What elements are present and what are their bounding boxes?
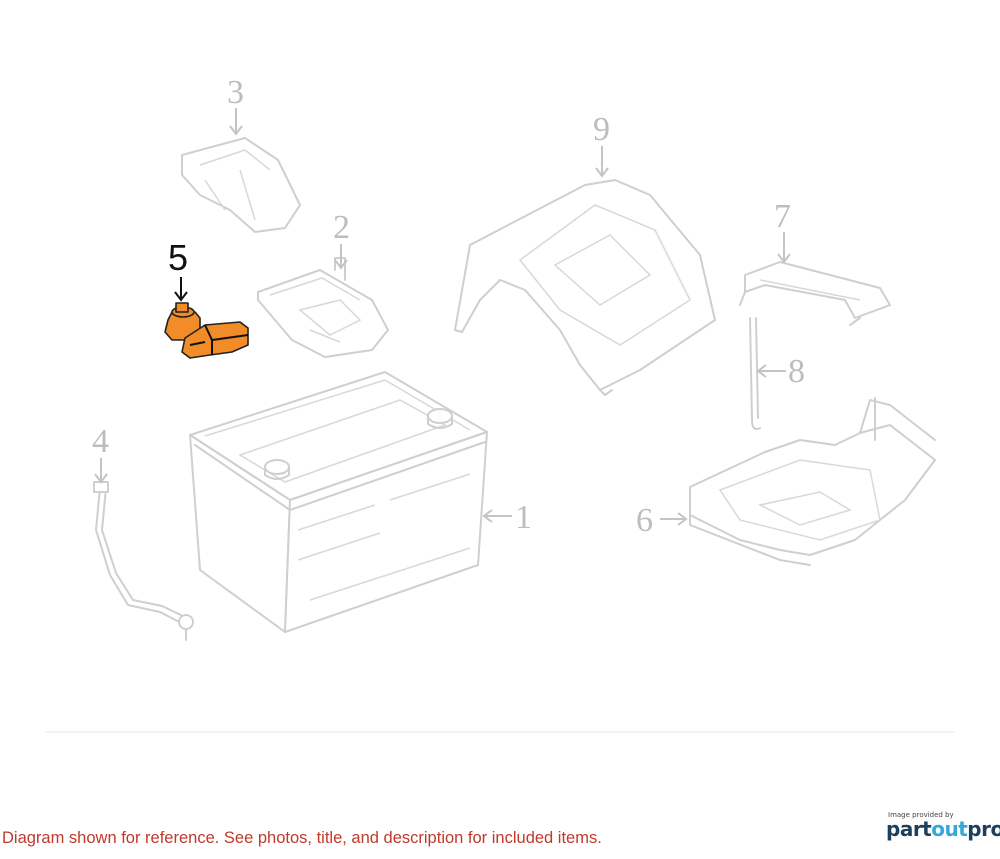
hold-down-bracket-part: [739, 261, 891, 326]
battery-part: [189, 371, 488, 633]
disclaimer-text: Diagram shown for reference. See photos,…: [2, 829, 602, 847]
brand-logo-out: out: [931, 817, 968, 841]
brand-logo-pro: pro: [967, 817, 1000, 841]
callout-4-label: 4: [92, 423, 109, 460]
cable-part: [93, 481, 194, 641]
callout-9: 9: [593, 111, 610, 178]
callout-7: 7: [774, 198, 791, 264]
callout-8: 8: [756, 353, 805, 390]
callout-3: 3: [227, 74, 244, 136]
callout-5: 5: [168, 237, 188, 302]
callout-8-label: 8: [788, 353, 805, 390]
battery-frame-part: [454, 179, 716, 396]
brand-logo-part: part: [886, 817, 932, 841]
cover-bracket-part: [181, 137, 301, 233]
brand-credit-text: Image provided by: [888, 811, 954, 819]
brand-logo: partoutpro: [886, 817, 1000, 841]
callout-1: 1: [482, 499, 532, 536]
battery-tray-part: [689, 397, 936, 566]
callout-5-label: 5: [168, 237, 188, 278]
callout-7-label: 7: [774, 198, 791, 235]
highlighted-part-5[interactable]: [164, 302, 249, 359]
callout-2-label: 2: [333, 209, 350, 246]
callout-9-label: 9: [593, 111, 610, 148]
callout-3-label: 3: [227, 74, 244, 111]
j-bolt-part: [749, 317, 761, 430]
callout-2: 2: [333, 209, 350, 270]
terminal-block-part: [257, 257, 389, 358]
callout-6: 6: [636, 502, 688, 539]
callout-4: 4: [92, 423, 109, 484]
callout-6-label: 6: [636, 502, 653, 539]
callout-1-label: 1: [515, 499, 532, 536]
